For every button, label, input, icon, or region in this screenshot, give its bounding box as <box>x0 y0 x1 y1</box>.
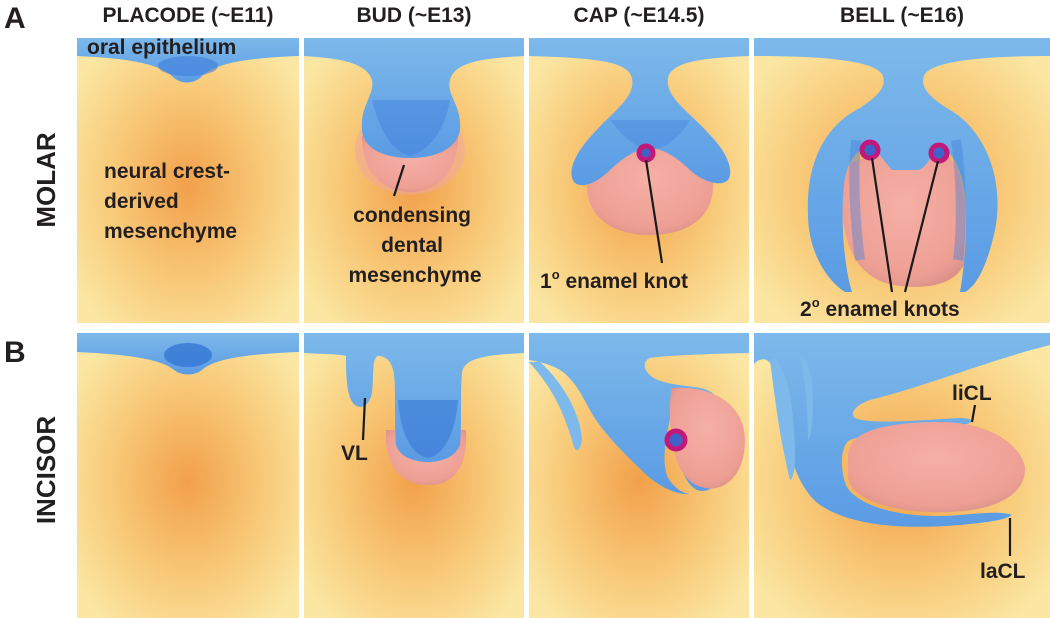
label-secondary-enamel-knots: 2o enamel knots <box>800 295 960 321</box>
label-condensing-mesenchyme: condensing dental mesenchyme <box>348 204 481 287</box>
panel-incisor-placode <box>77 333 299 618</box>
stage-header-placode: PLACODE (~E11) <box>103 4 274 27</box>
label-oral-epithelium: oral epithelium <box>87 36 236 59</box>
label-neural-crest-mesenchyme: neural crest- derived mesenchyme <box>104 160 237 243</box>
incisor-enamel-knot <box>664 428 688 452</box>
stage-header-cap: CAP (~E14.5) <box>574 4 705 27</box>
panel-incisor-bell <box>754 333 1050 618</box>
panel-incisor-cap <box>529 333 749 618</box>
secondary-enamel-knot-right <box>928 142 950 164</box>
row-label-molar: MOLAR <box>31 132 61 228</box>
row-label-incisor: INCISOR <box>31 416 61 525</box>
panel-molar-bell <box>754 38 1050 323</box>
label-vl: VL <box>341 442 368 465</box>
panel-molar-bud <box>304 38 524 323</box>
label-primary-enamel-knot: 1o enamel knot <box>540 267 688 293</box>
panel-molar-cap <box>529 38 749 323</box>
label-licl: liCL <box>952 382 992 405</box>
label-lacl: laCL <box>980 560 1026 583</box>
panel-letter-a: A <box>4 2 26 35</box>
panel-incisor-bud <box>304 333 524 618</box>
panel-letter-b: B <box>4 336 26 369</box>
primary-enamel-knot <box>636 143 656 163</box>
secondary-enamel-knot-left <box>859 139 881 161</box>
stage-header-bell: BELL (~E16) <box>840 4 964 27</box>
panel-molar-placode <box>77 38 299 323</box>
stage-header-bud: BUD (~E13) <box>357 4 472 27</box>
